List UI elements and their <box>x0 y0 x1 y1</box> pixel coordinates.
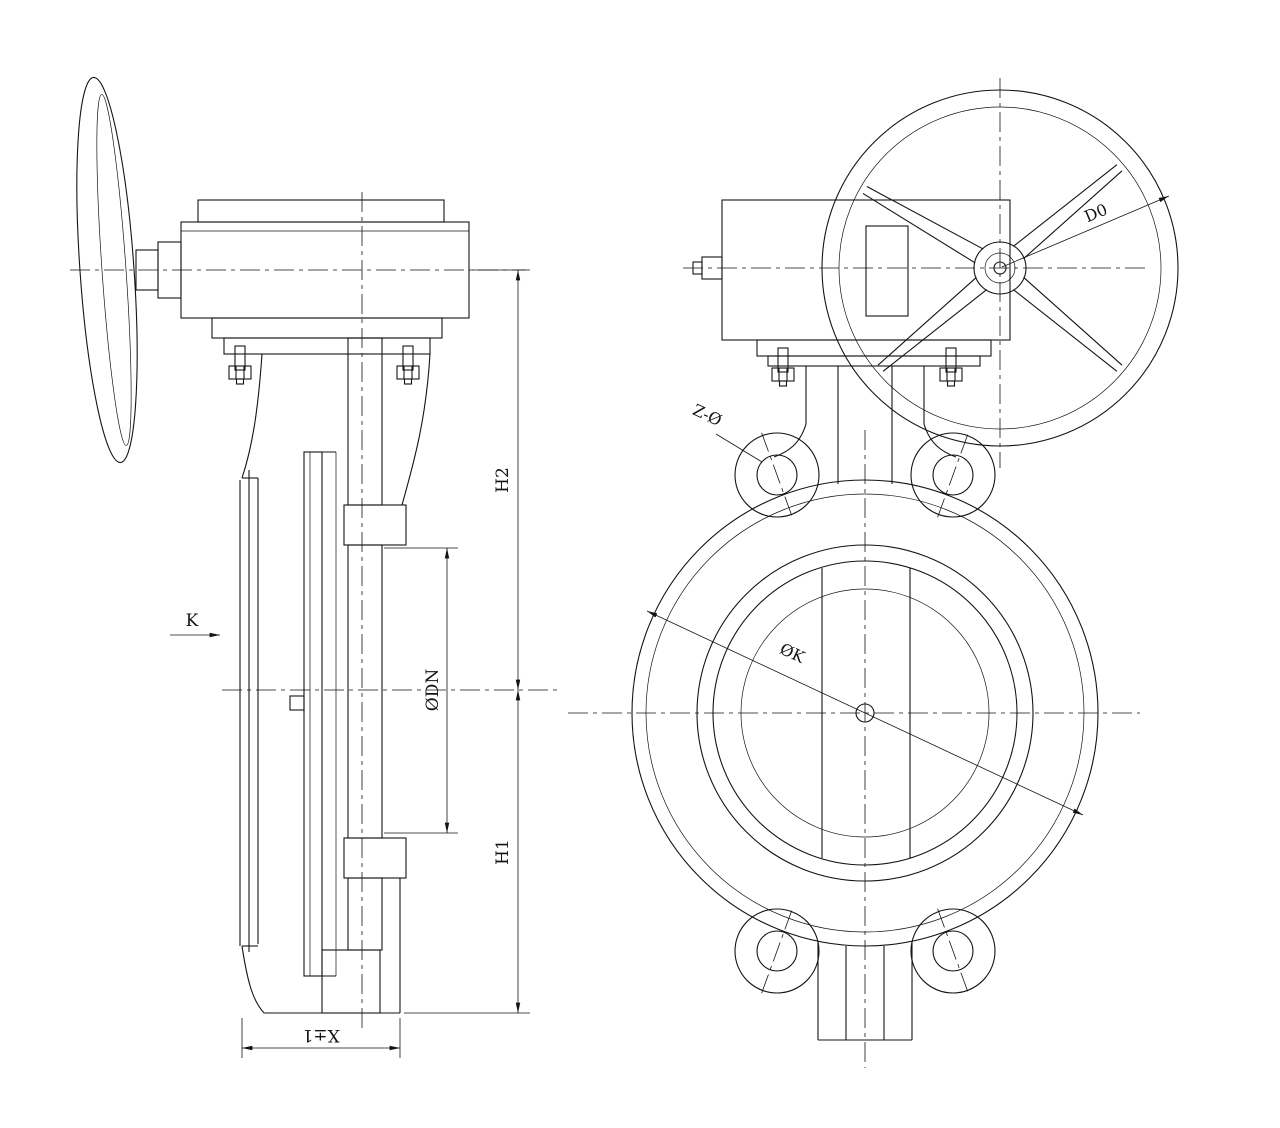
valve-disc-section <box>289 451 337 977</box>
valve-neck-side <box>241 353 431 506</box>
bolt-holes-leader-line <box>715 433 763 463</box>
dimension-h2: H2 <box>472 269 530 690</box>
dimension-handwheel-dia: D0 <box>1001 195 1170 268</box>
dimension-label-h1: H1 <box>493 839 513 865</box>
gearbox-front <box>692 199 1011 367</box>
dimension-h1: H1 <box>404 690 530 1014</box>
dimension-label-dn: ØDN <box>423 669 443 712</box>
body-bottom-outline <box>241 878 401 1014</box>
flange-lugs-and-bolt-holes <box>734 432 996 994</box>
view-label-k-text: K <box>186 611 199 631</box>
dimension-dn: ØDN <box>384 547 458 834</box>
bottom-boss-hatch <box>321 949 381 1014</box>
dimension-label-face-to-face: X±1 <box>302 1025 339 1045</box>
bolt-hole-bottom-left <box>756 930 798 972</box>
view-label-k: K <box>170 611 220 638</box>
bolt-hole-top-left <box>756 454 798 496</box>
bolt-hole-bottom-right <box>932 930 974 972</box>
handwheel-side <box>76 76 138 464</box>
body-flange-edge <box>239 470 259 952</box>
gearbox-mount-bolts-front <box>771 347 963 387</box>
lower-boss-front <box>817 942 913 1041</box>
seat-retainer-hatch-bottom <box>343 837 407 879</box>
front-view: D0 <box>568 78 1179 1068</box>
bolt-hole-top-right <box>932 454 974 496</box>
dimension-face-to-face: X±1 <box>241 1018 401 1058</box>
gearbox-side <box>180 199 470 355</box>
upper-neck-front <box>773 366 957 484</box>
bolt-holes-callout-text: Z-Ø <box>690 400 725 430</box>
seat-retainer-hatch-top <box>343 504 407 546</box>
side-view: ØDN H2 H1 X±1 K <box>70 76 562 1058</box>
gearbox-mount-bolts-side <box>228 345 420 385</box>
dimension-label-h2: H2 <box>493 467 513 493</box>
handwheel-front <box>821 89 1179 447</box>
stem-section-hatch <box>347 337 383 951</box>
dimension-label-bolt-circle: ØK <box>777 639 809 667</box>
label-bolt-holes: Z-Ø <box>690 400 763 463</box>
